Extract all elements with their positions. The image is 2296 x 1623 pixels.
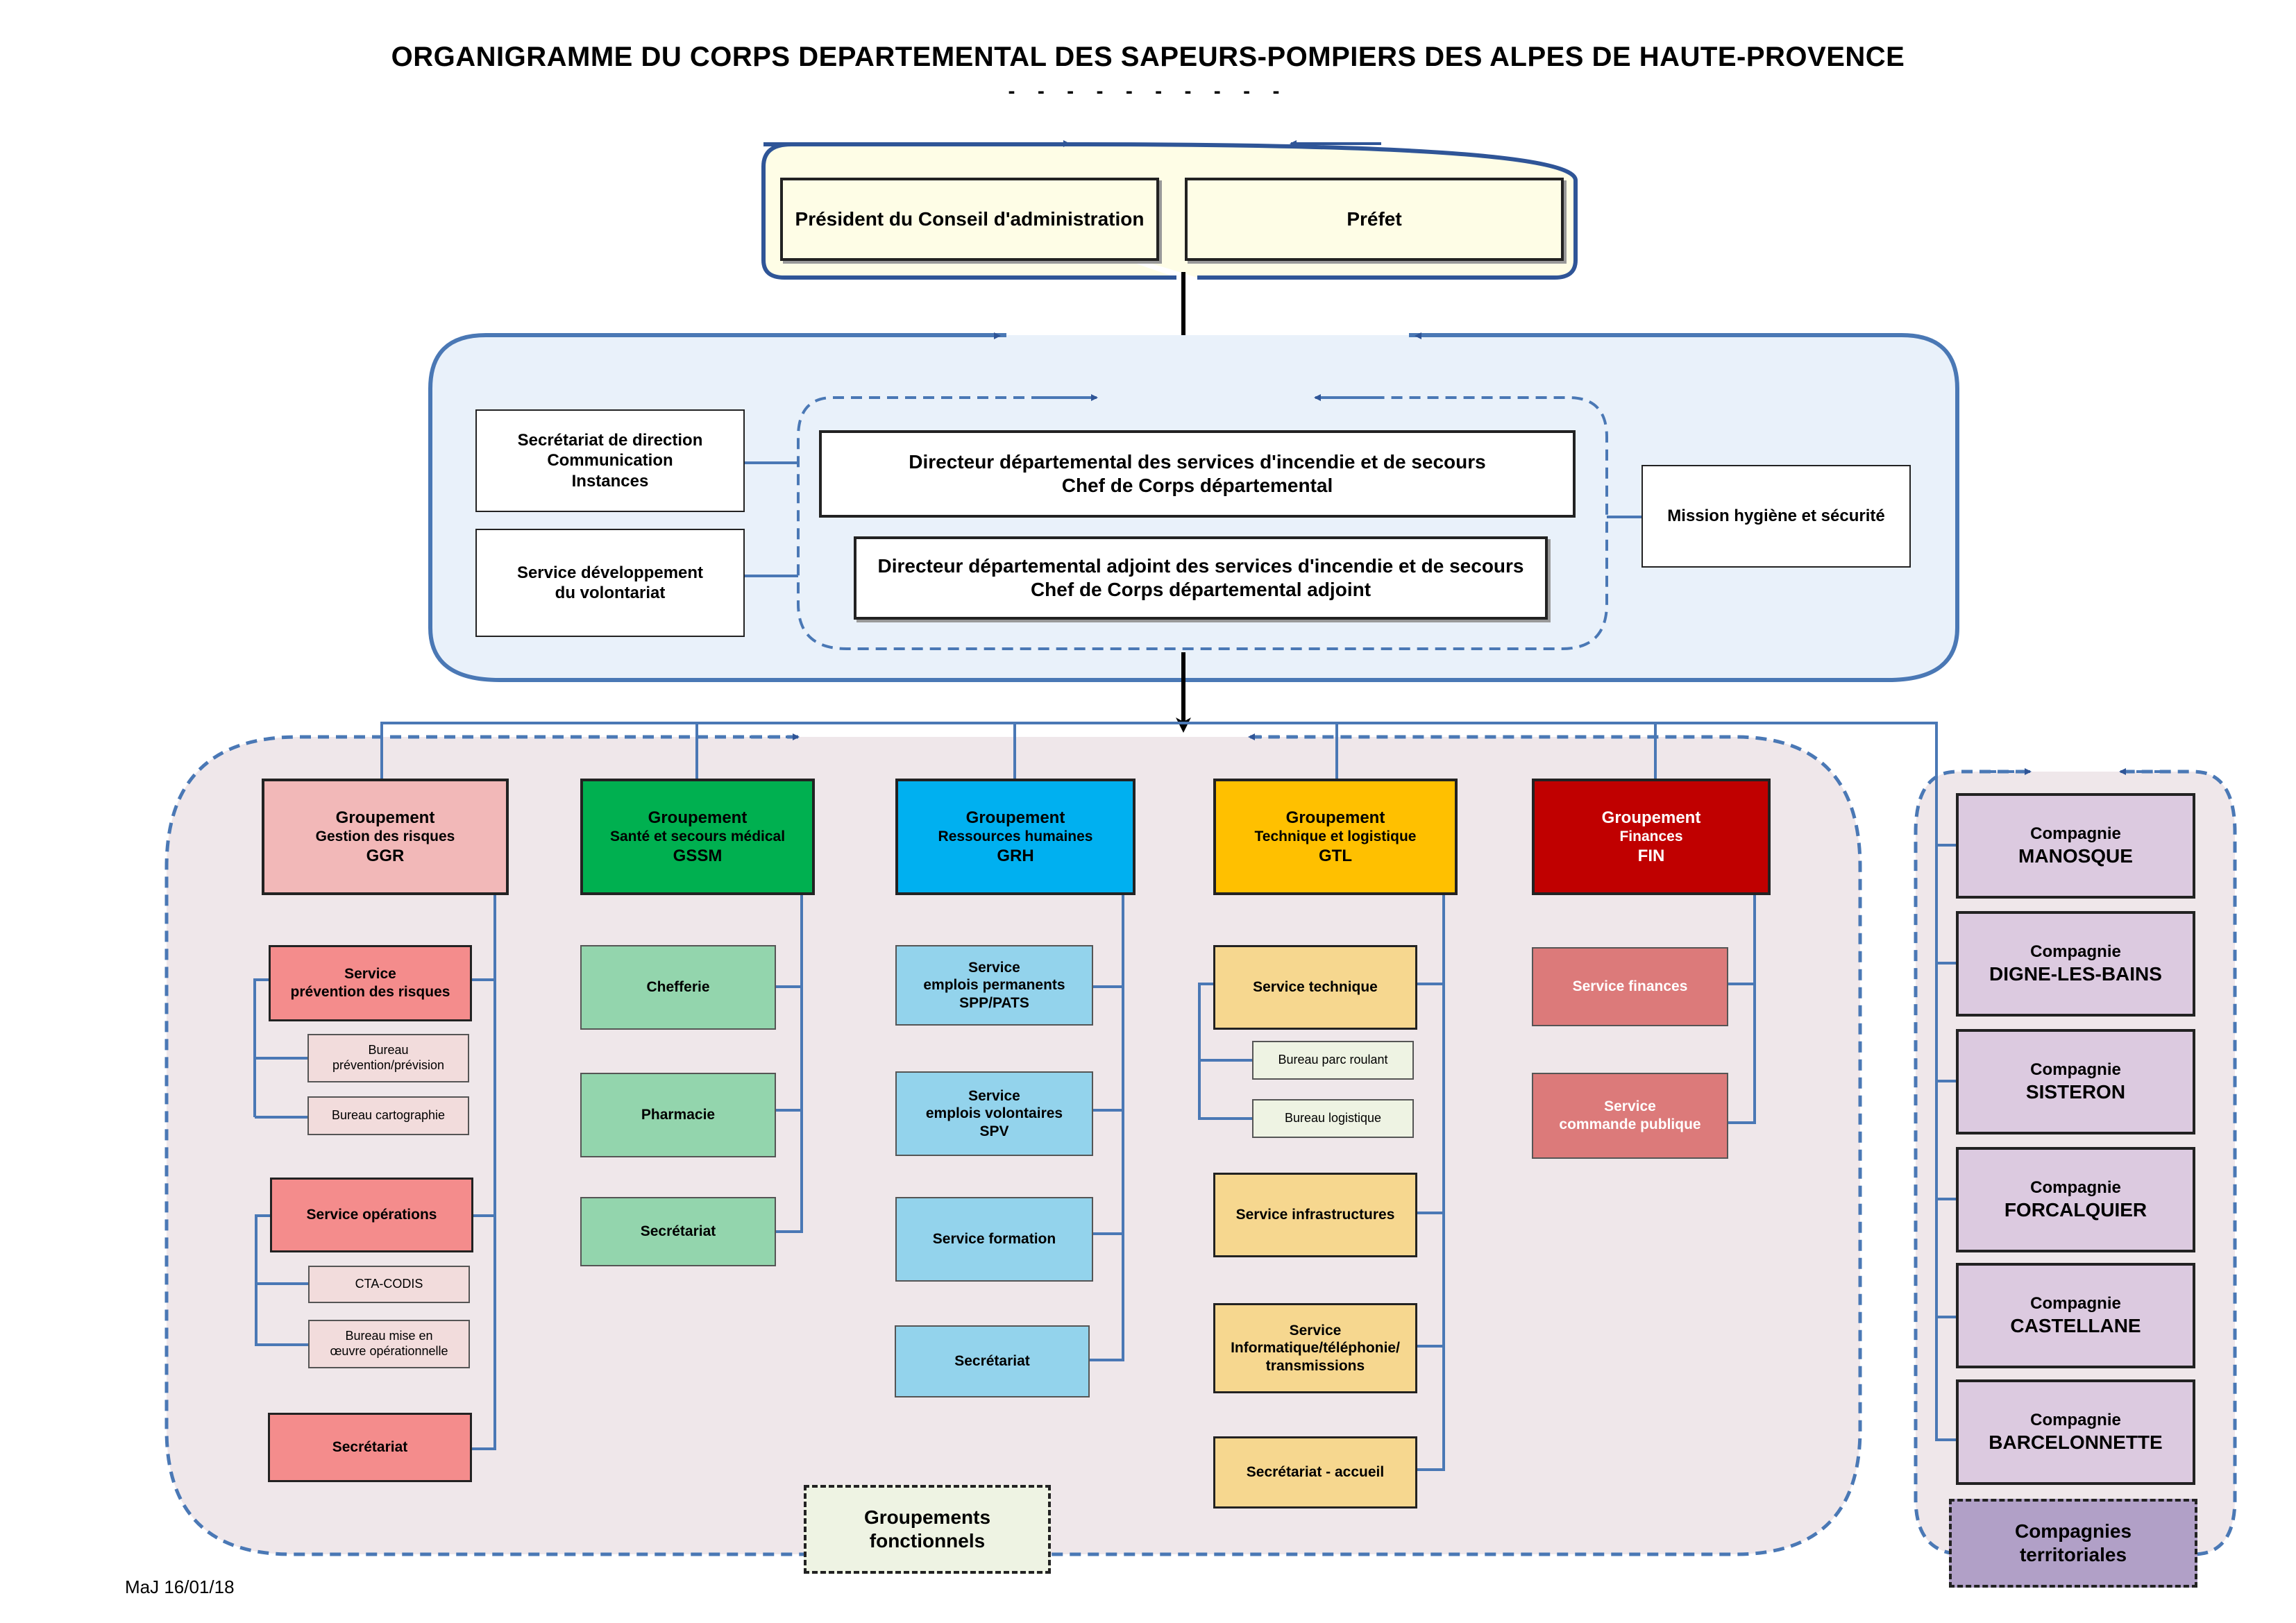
compagnie-label: Compagnie: [2030, 942, 2121, 962]
grh-service-spv[interactable]: Service emplois volontaires SPV: [895, 1071, 1093, 1156]
compagnie-name: SISTERON: [2025, 1080, 2126, 1103]
groupement-ggr-code: GGR: [366, 846, 405, 865]
grh-service-formation[interactable]: Service formation: [895, 1197, 1093, 1282]
compagnie-name: FORCALQUIER: [2004, 1198, 2147, 1221]
compagnie-name: MANOSQUE: [2018, 844, 2133, 867]
service-volontariat-box[interactable]: Service développement du volontariat: [475, 529, 745, 637]
gssm-secretariat[interactable]: Secrétariat: [580, 1197, 776, 1266]
update-date: MaJ 16/01/18: [125, 1577, 235, 1597]
compagnie-label: Compagnie: [2030, 1060, 2121, 1080]
groupement-gssm-title: Groupement: [648, 808, 748, 827]
directeur-box[interactable]: Directeur départemental des services d'i…: [819, 430, 1576, 518]
groupement-ggr-title: Groupement: [335, 808, 435, 827]
ggr-service-operations[interactable]: Service opérations: [270, 1178, 473, 1252]
page-title: ORGANIGRAMME DU CORPS DEPARTEMENTAL DES …: [391, 42, 1905, 72]
groupement-grh-title: Groupement: [965, 808, 1065, 827]
secretariat-direction-box[interactable]: Secrétariat de direction Communication I…: [475, 409, 745, 512]
compagnie-name: CASTELLANE: [2010, 1314, 2141, 1336]
groupement-fin-code: FIN: [1637, 846, 1665, 865]
groupement-fin-sub: Finances: [1619, 829, 1683, 845]
gtl-secretariat-accueil[interactable]: Secrétariat - accueil: [1213, 1436, 1417, 1509]
compagnie-label: Compagnie: [2030, 824, 2121, 844]
compagnies-territoriales-label: Compagnies territoriales: [1949, 1499, 2197, 1588]
groupement-gtl-sub: Technique et logistique: [1254, 829, 1417, 845]
groupement-gtl-title: Groupement: [1285, 808, 1385, 827]
groupement-grh[interactable]: Groupement Ressources humaines GRH: [895, 779, 1136, 895]
compagnie-name: DIGNE-LES-BAINS: [1989, 962, 2162, 985]
ggr-bureau-prevention[interactable]: Bureau prévention/prévision: [307, 1034, 469, 1082]
groupement-gssm[interactable]: Groupement Santé et secours médical GSSM: [580, 779, 815, 895]
ggr-bureau-mise[interactable]: Bureau mise en œuvre opérationnelle: [308, 1320, 470, 1368]
groupement-fin[interactable]: Groupement Finances FIN: [1532, 779, 1771, 895]
direction-inner-dashed: [797, 396, 1608, 650]
mission-hygiene-box[interactable]: Mission hygiène et sécurité: [1641, 465, 1911, 568]
president-box[interactable]: Président du Conseil d'administration: [780, 178, 1159, 261]
gssm-chefferie[interactable]: Chefferie: [580, 945, 776, 1030]
groupements-fonctionnels-label: Groupements fonctionnels: [804, 1485, 1051, 1574]
groupement-gssm-code: GSSM: [673, 846, 723, 865]
fin-service-commande[interactable]: Service commande publique: [1532, 1073, 1728, 1159]
groupement-ggr-sub: Gestion des risques: [315, 829, 455, 845]
gtl-service-infrastructures[interactable]: Service infrastructures: [1213, 1173, 1417, 1257]
groupement-gssm-sub: Santé et secours médical: [609, 829, 786, 845]
ggr-cta-codis[interactable]: CTA-CODIS: [308, 1266, 470, 1303]
groupement-ggr[interactable]: Groupement Gestion des risques GGR: [262, 779, 509, 895]
gtl-bureau-parc[interactable]: Bureau parc roulant: [1252, 1041, 1414, 1080]
groupement-gtl-code: GTL: [1319, 846, 1352, 865]
groupement-grh-sub: Ressources humaines: [938, 829, 1093, 845]
groupement-gtl[interactable]: Groupement Technique et logistique GTL: [1213, 779, 1458, 895]
groupement-grh-code: GRH: [997, 846, 1034, 865]
compagnie-label: Compagnie: [2030, 1294, 2121, 1314]
gtl-bureau-logistique[interactable]: Bureau logistique: [1252, 1099, 1414, 1138]
directeur-adjoint-box[interactable]: Directeur départemental adjoint des serv…: [854, 536, 1548, 620]
grh-secretariat[interactable]: Secrétariat: [895, 1325, 1090, 1397]
gssm-pharmacie[interactable]: Pharmacie: [580, 1073, 776, 1157]
gtl-service-technique[interactable]: Service technique: [1213, 945, 1417, 1030]
compagnie-name: BARCELONNETTE: [1989, 1431, 2163, 1453]
grh-service-spp[interactable]: Service emplois permanents SPP/PATS: [895, 945, 1093, 1026]
prefet-box[interactable]: Préfet: [1185, 178, 1564, 261]
ggr-bureau-cartographie[interactable]: Bureau cartographie: [307, 1096, 469, 1135]
ggr-service-prevention[interactable]: Service prévention des risques: [269, 945, 472, 1021]
groupement-fin-title: Groupement: [1601, 808, 1701, 827]
gtl-service-informatique[interactable]: Service Informatique/téléphonie/ transmi…: [1213, 1303, 1417, 1393]
title-underline: - - - - - - - - - -: [1008, 80, 1288, 103]
fin-service-finances[interactable]: Service finances: [1532, 947, 1728, 1026]
compagnie-label: Compagnie: [2030, 1411, 2121, 1430]
ggr-secretariat[interactable]: Secrétariat: [268, 1413, 472, 1482]
compagnie-label: Compagnie: [2030, 1178, 2121, 1198]
